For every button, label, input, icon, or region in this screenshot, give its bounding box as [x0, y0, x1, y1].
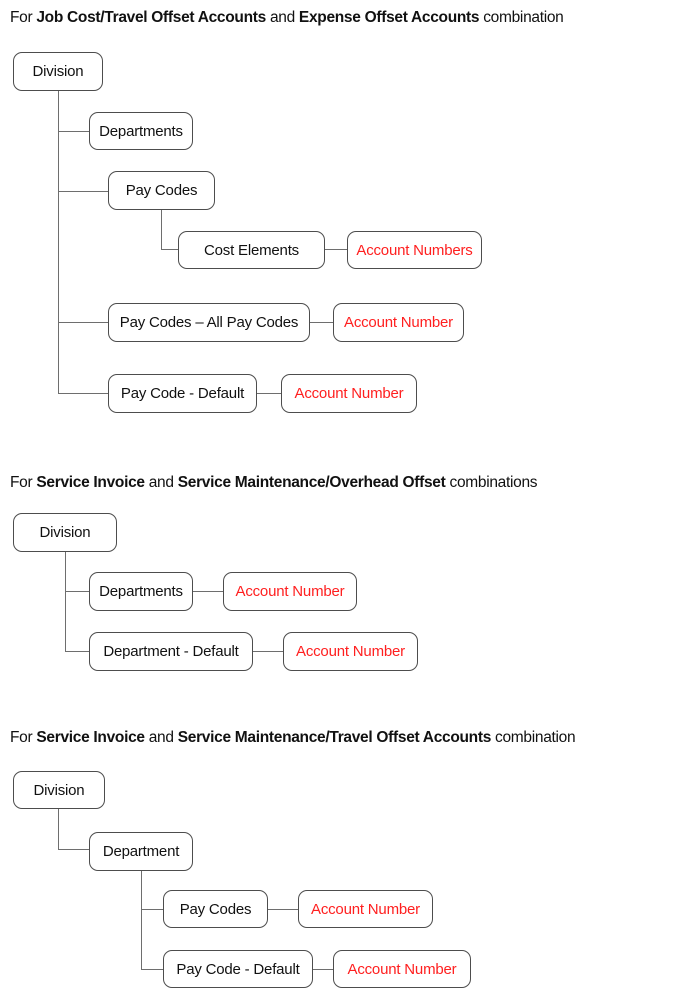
- connector-line: [141, 871, 143, 970]
- title-text: combinations: [445, 474, 538, 491]
- node-pay-codes: Pay Codes: [163, 890, 268, 928]
- title-emphasis: Service Invoice: [36, 474, 145, 491]
- connector-line: [313, 969, 333, 971]
- title-emphasis: Service Maintenance/Overhead Offset: [177, 474, 446, 491]
- connector-line: [161, 249, 178, 251]
- title-text: and: [144, 729, 178, 746]
- connector-line: [141, 909, 163, 911]
- node-account-numbers: Account Numbers: [347, 231, 482, 269]
- node-departments: Departments: [89, 112, 193, 150]
- connector-line: [58, 393, 108, 395]
- connector-line: [325, 249, 347, 251]
- node-division: Division: [13, 513, 117, 552]
- connector-line: [257, 393, 281, 395]
- title-text: For: [10, 474, 37, 491]
- node-pay-code-default: Pay Code - Default: [163, 950, 313, 988]
- connector-line: [58, 322, 108, 324]
- node-account-number: Account Number: [333, 303, 464, 342]
- title-text: combination: [491, 729, 576, 746]
- title-emphasis: Service Invoice: [36, 729, 145, 746]
- connector-line: [58, 849, 89, 851]
- title-emphasis: Job Cost/Travel Offset Accounts: [36, 9, 266, 26]
- title-text: For: [10, 729, 37, 746]
- node-division: Division: [13, 52, 103, 91]
- title-text: combination: [479, 9, 564, 26]
- connector-line: [58, 91, 60, 394]
- node-pay-codes: Pay Codes: [108, 171, 215, 210]
- node-departments: Departments: [89, 572, 193, 611]
- node-account-number: Account Number: [281, 374, 417, 413]
- node-department: Department: [89, 832, 193, 871]
- title-emphasis: Expense Offset Accounts: [298, 9, 480, 26]
- connector-line: [65, 552, 67, 652]
- connector-line: [141, 969, 163, 971]
- node-account-number: Account Number: [333, 950, 471, 988]
- section-3-title: For Service Invoice and Service Maintena…: [10, 728, 576, 748]
- section-1-title: For Job Cost/Travel Offset Accounts and …: [10, 8, 564, 28]
- connector-line: [65, 591, 89, 593]
- node-cost-elements: Cost Elements: [178, 231, 325, 269]
- title-emphasis: Service Maintenance/Travel Offset Accoun…: [177, 729, 492, 746]
- node-account-number: Account Number: [283, 632, 418, 671]
- title-text: and: [144, 474, 178, 491]
- connector-line: [193, 591, 223, 593]
- title-text: and: [265, 9, 299, 26]
- node-department-default: Department - Default: [89, 632, 253, 671]
- connector-line: [310, 322, 333, 324]
- connector-line: [58, 191, 108, 193]
- connector-line: [65, 651, 89, 653]
- section-2-title: For Service Invoice and Service Maintena…: [10, 473, 538, 493]
- connector-line: [58, 131, 89, 133]
- connector-line: [161, 210, 163, 250]
- node-pay-code-default: Pay Code - Default: [108, 374, 257, 413]
- connector-line: [268, 909, 298, 911]
- connector-line: [253, 651, 283, 653]
- node-pay-codes-all-pay-codes: Pay Codes – All Pay Codes: [108, 303, 310, 342]
- node-account-number: Account Number: [223, 572, 357, 611]
- connector-line: [58, 809, 60, 850]
- title-text: For: [10, 9, 37, 26]
- node-division: Division: [13, 771, 105, 809]
- node-account-number: Account Number: [298, 890, 433, 928]
